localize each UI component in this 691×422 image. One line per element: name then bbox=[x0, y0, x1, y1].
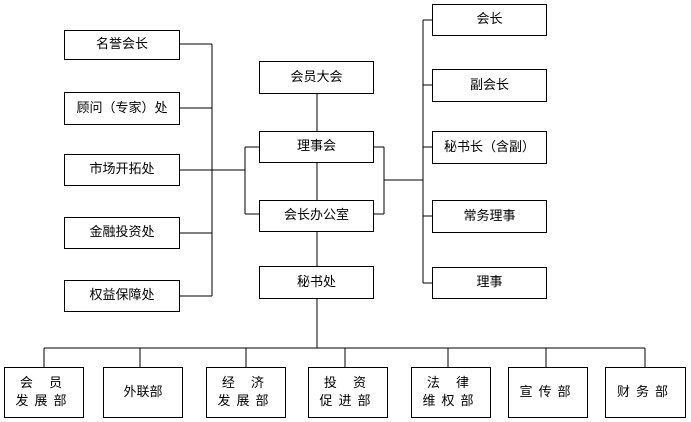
advisor-office-box: 顾问（专家）处 bbox=[64, 92, 180, 125]
external-liaison-dept-label: 外联部 bbox=[123, 384, 163, 400]
publicity-dept-box: 宣传部 bbox=[508, 367, 588, 418]
publicity-dept-label: 宣传部 bbox=[519, 384, 577, 400]
legal-rights-dept-label: 法 律 维权部 bbox=[422, 375, 480, 409]
member-development-dept-box: 会 员 发展部 bbox=[4, 367, 84, 418]
president-label: 会长 bbox=[476, 12, 503, 27]
general-assembly-label: 会员大会 bbox=[290, 69, 343, 85]
financial-investment-label: 金融投资处 bbox=[89, 225, 155, 240]
market-development-label: 市场开拓处 bbox=[89, 162, 155, 177]
secretariat-box: 秘书处 bbox=[259, 266, 374, 299]
general-assembly-box: 会员大会 bbox=[259, 61, 374, 94]
council-box: 理事会 bbox=[259, 131, 374, 163]
member-development-dept-label: 会 员 发展部 bbox=[15, 375, 73, 409]
finance-dept-label: 财务部 bbox=[616, 384, 674, 400]
economic-development-dept-label: 经 济 发展部 bbox=[217, 375, 275, 409]
investment-promotion-dept-box: 投 资 促进部 bbox=[308, 367, 388, 418]
secretariat-label: 秘书处 bbox=[296, 274, 336, 290]
director-box: 理事 bbox=[432, 267, 547, 299]
honorary-president-box: 名誉会长 bbox=[64, 30, 180, 60]
external-liaison-dept-box: 外联部 bbox=[103, 367, 183, 418]
finance-dept-box: 财务部 bbox=[605, 367, 686, 418]
rights-protection-label: 权益保障处 bbox=[89, 288, 155, 303]
president-box: 会长 bbox=[432, 4, 547, 36]
director-label: 理事 bbox=[476, 275, 503, 290]
council-label: 理事会 bbox=[296, 139, 336, 154]
standing-director-label: 常务理事 bbox=[463, 208, 516, 224]
president-office-box: 会长办公室 bbox=[259, 200, 374, 232]
legal-rights-dept-box: 法 律 维权部 bbox=[411, 367, 491, 418]
economic-development-dept-box: 经 济 发展部 bbox=[206, 367, 286, 418]
president-office-label: 会长办公室 bbox=[283, 208, 349, 223]
secretary-general-box: 秘书长（含副） bbox=[432, 131, 547, 164]
market-development-box: 市场开拓处 bbox=[64, 154, 180, 186]
honorary-president-label: 名誉会长 bbox=[95, 37, 148, 52]
vice-president-box: 副会长 bbox=[432, 69, 547, 102]
standing-director-box: 常务理事 bbox=[432, 200, 547, 233]
investment-promotion-dept-label: 投 资 促进部 bbox=[319, 375, 377, 409]
financial-investment-box: 金融投资处 bbox=[64, 217, 180, 249]
rights-protection-box: 权益保障处 bbox=[64, 280, 180, 312]
advisor-office-label: 顾问（专家）处 bbox=[76, 100, 168, 116]
vice-president-label: 副会长 bbox=[469, 77, 509, 93]
secretary-general-label: 秘书长（含副） bbox=[443, 139, 535, 155]
